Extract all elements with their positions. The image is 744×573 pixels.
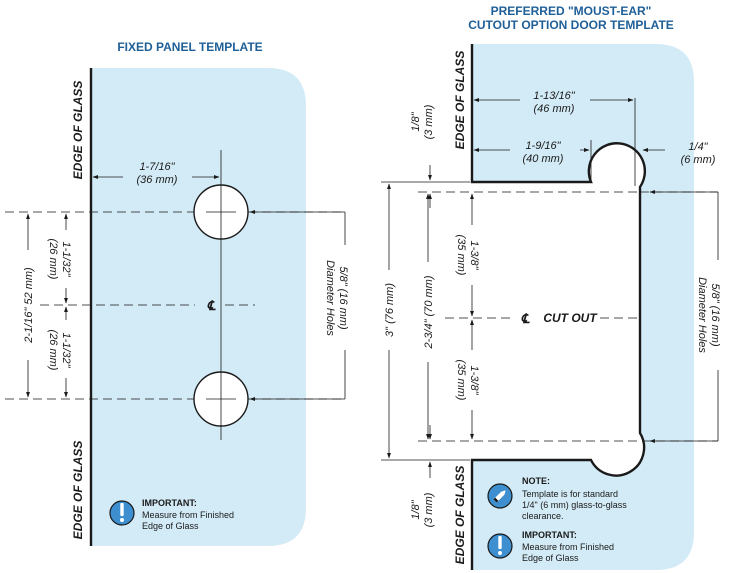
lower-half-bg [452, 350, 486, 410]
door-centerline-symbol: ℄ [521, 311, 530, 326]
door-edge-of-glass-top: EDGE OF GLASS [453, 51, 467, 150]
lower-hole-spacing-mm: (26 mm) [47, 330, 59, 371]
hole-diameter-label-2: Diameter Holes [324, 260, 336, 336]
door-template-title-2: CUTOUT OPTION DOOR TEMPLATE [468, 18, 674, 32]
bottom-gap-dimension-mm: (3 mm) [423, 492, 435, 527]
ear-spacing-dimension: 2-3/4" (70 mm) [423, 275, 435, 349]
exclamation-icon-dot [120, 518, 124, 522]
ear-width-dimension-mm: (6 mm) [681, 154, 716, 166]
upper-label-bg [48, 230, 80, 288]
door-hole-diameter-2: Diameter Holes [696, 277, 708, 353]
door-diameter-bg [697, 260, 737, 370]
mouse-ear-door-template: PREFERRED "MOUST-EAR" CUTOUT OPTION DOOR… [378, 4, 737, 570]
inner-width-dimension: 1-9/16" [525, 140, 561, 152]
exclamation-icon-bar [120, 503, 124, 516]
overall-hole-spacing: 2-1/16" 52 mm) [23, 267, 35, 344]
inner-width-bg [510, 138, 580, 164]
edge-of-glass-top-label: EDGE OF GLASS [71, 81, 85, 180]
door-important-line-1: Measure from Finished [522, 542, 614, 552]
cutout-label: CUT OUT [543, 311, 598, 325]
important-title: IMPORTANT: [142, 498, 197, 508]
pencil-icon-shape [493, 490, 506, 503]
upper-half-dimension: 1-3/8" [468, 241, 480, 271]
outer-width-dimension-mm: (46 mm) [534, 103, 575, 115]
fixed-panel-template: FIXED PANEL TEMPLATE EDGE OF GLASS EDGE … [5, 40, 361, 546]
overall-label-bg [18, 250, 38, 360]
centerline-symbol: ℄ [207, 298, 216, 313]
ear-width-dimension: 1/4" [688, 141, 708, 153]
diameter-label-bg [325, 245, 361, 350]
door-template-title-1: PREFERRED "MOUST-EAR" [491, 4, 652, 18]
hole-offset-dimension: 1-7/16" [139, 161, 175, 173]
cutout-edge-line [470, 44, 647, 570]
edge-of-glass-bottom-label: EDGE OF GLASS [71, 441, 85, 540]
lower-half-dimension-mm: (35 mm) [455, 360, 467, 401]
overall-cutout-height: 3" (76 mm) [384, 283, 396, 337]
outer-width-dimension: 1-13/16" [533, 90, 575, 102]
door-edge-of-glass-bottom: EDGE OF GLASS [453, 466, 467, 565]
lower-hole-spacing: 1-1/32" [60, 332, 72, 368]
door-glass [472, 44, 694, 570]
upper-hole-spacing: 1-1/32" [60, 241, 72, 277]
lower-half-dimension: 1-3/8" [468, 366, 480, 396]
upper-half-bg [452, 225, 486, 285]
outer-width-bg [520, 88, 590, 114]
lower-label-bg [48, 320, 80, 378]
door-important-line-2: Edge of Glass [522, 553, 579, 563]
inner-width-dimension-mm: (40 mm) [523, 153, 564, 165]
note-line-1: Template is for standard [522, 489, 618, 499]
note-line-3: clearance. [522, 511, 564, 521]
door-important-title: IMPORTANT: [522, 530, 577, 540]
upper-half-dimension-mm: (35 mm) [455, 235, 467, 276]
hole-offset-dimension-mm: (36 mm) [137, 174, 178, 186]
fixed-panel-title: FIXED PANEL TEMPLATE [117, 40, 262, 54]
note-line-2: 1/4" (6 mm) glass-to-glass [522, 500, 627, 510]
note-title: NOTE: [522, 476, 550, 486]
overall-cutout-bg [378, 270, 400, 350]
hole-diameter-label: 5/8" (16 mm) [337, 266, 349, 330]
important-line-2: Edge of Glass [142, 521, 199, 531]
top-gap-dimension: 1/8" [410, 111, 422, 131]
door-exclamation-dot [498, 551, 502, 555]
bottom-gap-dimension: 1/8" [410, 499, 422, 519]
door-hole-diameter: 5/8" (16 mm) [709, 283, 721, 347]
upper-hole-spacing-mm: (26 mm) [47, 239, 59, 280]
door-exclamation-bar [498, 536, 502, 549]
top-gap-dimension-mm: (3 mm) [423, 104, 435, 139]
ear-spacing-bg [418, 262, 440, 362]
important-line-1: Measure from Finished [142, 510, 234, 520]
glass-panel [91, 68, 306, 546]
